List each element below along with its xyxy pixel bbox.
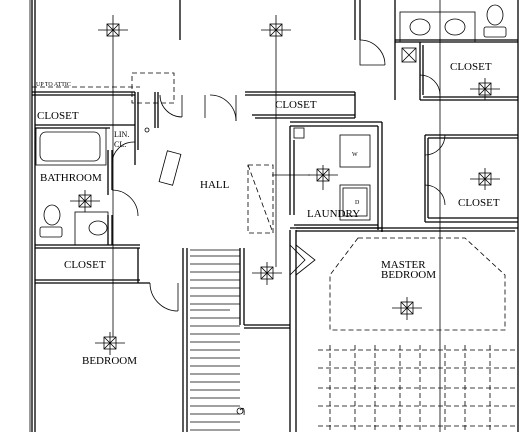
master-bedroom-label-1: MASTER bbox=[381, 259, 426, 271]
bathroom-label: BATHROOM bbox=[40, 172, 102, 184]
light-fixture-icon bbox=[98, 15, 128, 45]
light-fixture-icon bbox=[261, 15, 291, 45]
light-fixture-icon bbox=[95, 332, 125, 355]
light-fixture-icon bbox=[401, 47, 417, 63]
closet-left-low-label: CLOSET bbox=[64, 259, 106, 271]
bedroom-label: BEDROOM bbox=[82, 355, 137, 367]
closet-top-left-label: CLOSET bbox=[37, 110, 79, 122]
light-fixture-icon bbox=[70, 190, 100, 212]
fixtures bbox=[32, 4, 507, 246]
up-to-attic-label: UP TO ATTIC bbox=[36, 82, 71, 88]
linen-closet-label-1: LIN. bbox=[114, 130, 129, 139]
walls bbox=[31, 0, 519, 432]
dryer-label: D bbox=[355, 200, 360, 206]
closet-top-mid-label: CLOSET bbox=[275, 99, 317, 111]
light-fixtures bbox=[70, 15, 500, 355]
guide-lines bbox=[29, 0, 441, 432]
light-fixture-icon bbox=[252, 262, 282, 285]
staircase bbox=[190, 249, 240, 431]
laundry-label: LAUNDRY bbox=[307, 208, 360, 220]
linen-closet-label-2: CL. bbox=[114, 140, 126, 149]
light-fixture-icon bbox=[470, 168, 500, 190]
room-labels: UP TO ATTIC CLOSET CLOSET CLOSET LIN. CL… bbox=[36, 61, 500, 367]
washer-label: W bbox=[352, 152, 358, 158]
hall-label: HALL bbox=[200, 179, 230, 191]
master-ceiling bbox=[318, 237, 518, 432]
light-fixture-icon bbox=[392, 297, 422, 320]
closet-top-right-label: CLOSET bbox=[450, 61, 492, 73]
light-fixture-icon bbox=[308, 165, 338, 190]
doors bbox=[111, 39, 446, 416]
closet-right-mid-label: CLOSET bbox=[458, 197, 500, 209]
master-bedroom-label-2: BEDROOM bbox=[381, 269, 436, 281]
light-fixture-icon bbox=[470, 78, 500, 100]
